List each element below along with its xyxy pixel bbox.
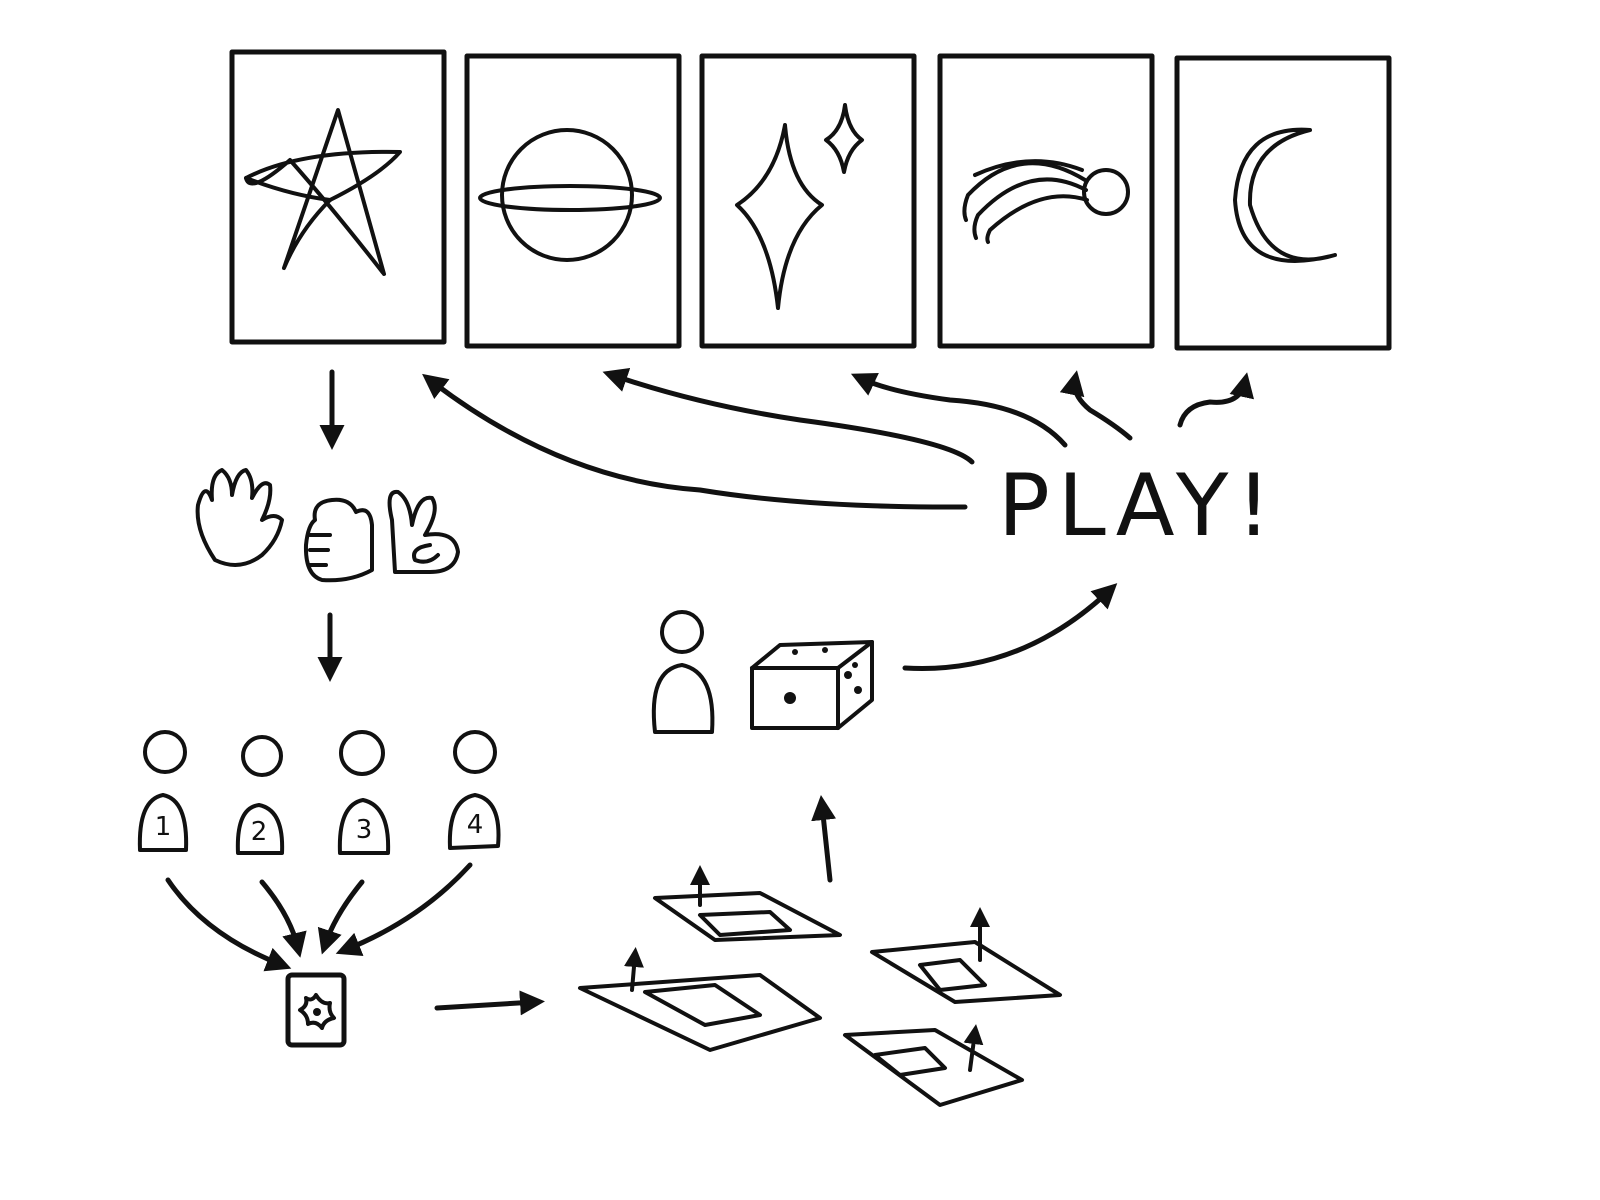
player-with-die <box>651 610 874 734</box>
star-icon <box>244 108 402 276</box>
rock-fist-icon <box>303 497 374 583</box>
card-moon <box>1174 55 1392 351</box>
hand-gestures <box>195 468 460 583</box>
game-boards <box>578 865 1062 1107</box>
arrow-die-to-play <box>902 583 1118 672</box>
board-right <box>870 907 1062 1004</box>
person-icon <box>651 610 715 734</box>
arrow-boards-to-die <box>811 795 837 883</box>
board-top <box>653 865 842 942</box>
scissors-hand-icon <box>387 489 460 574</box>
card-star <box>229 49 447 345</box>
sparkle-icon <box>735 103 864 310</box>
chosen-card <box>285 972 347 1048</box>
comet-icon <box>962 159 1130 244</box>
players-row: 1 2 3 4 <box>137 730 501 855</box>
paper-hand-icon <box>195 468 284 567</box>
play-to-cards-arrows <box>422 368 1255 510</box>
card-sparkle <box>699 53 917 349</box>
player-arrows <box>165 862 473 972</box>
play-label: PLAY! <box>998 456 1279 556</box>
board-left <box>578 947 822 1052</box>
player-2: 2 <box>235 735 285 855</box>
planet-icon <box>478 128 662 262</box>
player-1-number: 1 <box>155 812 172 842</box>
player-1: 1 <box>137 730 189 852</box>
arrow-card-to-boards <box>434 990 545 1016</box>
player-3: 3 <box>337 730 391 855</box>
card-row <box>229 49 1392 351</box>
flower-icon <box>298 993 336 1030</box>
player-4: 4 <box>447 730 501 850</box>
player-2-number: 2 <box>251 817 268 847</box>
board-bottom <box>843 1024 1024 1107</box>
player-3-number: 3 <box>356 815 373 845</box>
card-comet <box>937 53 1155 349</box>
moon-icon <box>1233 127 1337 263</box>
card-planet <box>464 53 682 349</box>
player-4-number: 4 <box>467 810 484 840</box>
die-icon <box>750 640 874 730</box>
